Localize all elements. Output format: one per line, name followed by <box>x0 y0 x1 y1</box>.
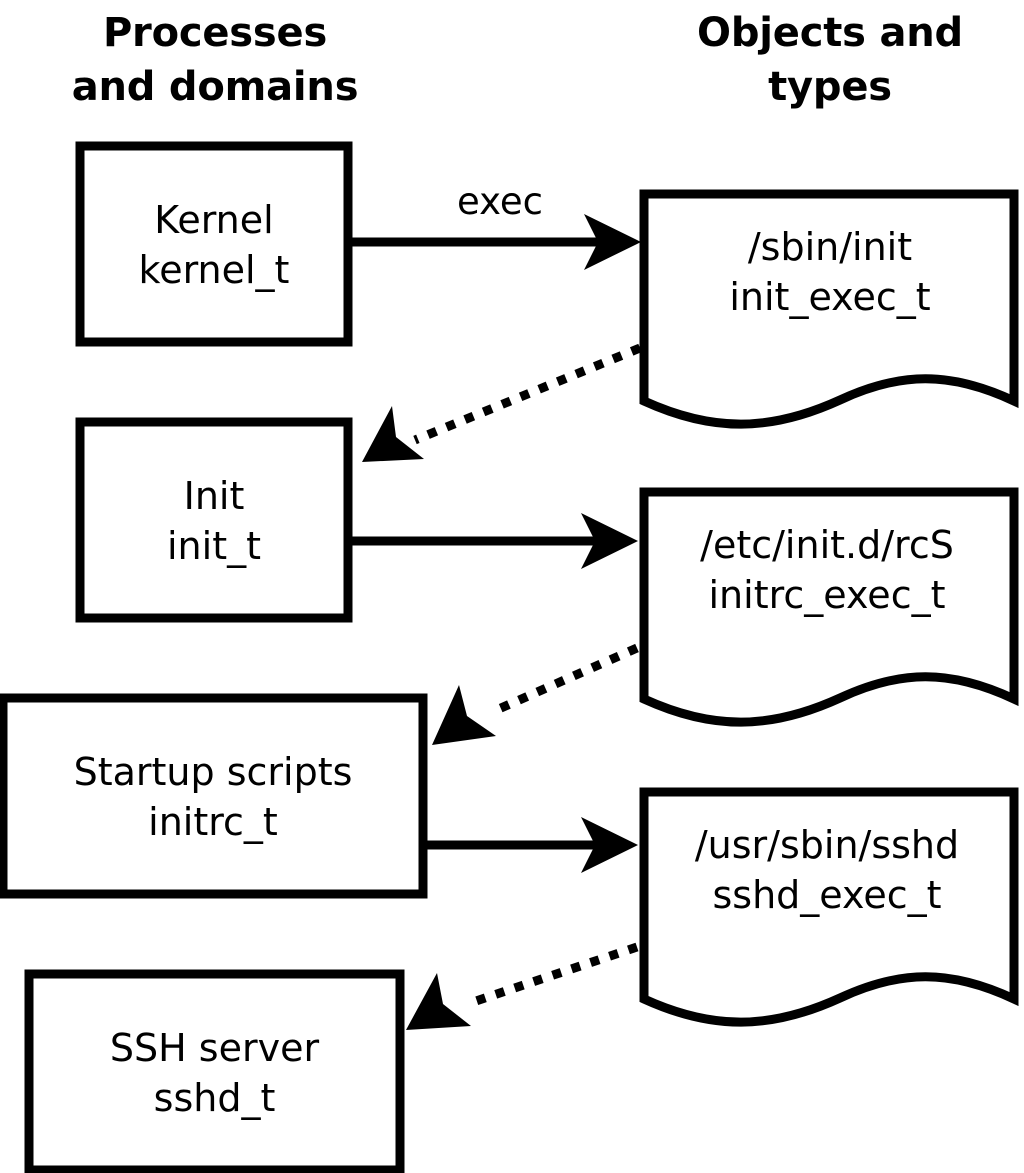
edge-init-exec-transition-init[interactable] <box>362 343 642 462</box>
edge-label-exec: exec <box>457 180 543 223</box>
process-box-sshd[interactable] <box>24 969 405 1173</box>
edge-initrc-exec-transition-initrc[interactable] <box>432 643 639 745</box>
edge-sshd-exec-transition-sshd[interactable] <box>406 942 639 1030</box>
object-doc-initrc-exec[interactable] <box>639 487 1019 727</box>
column-header-objects: Objects and types <box>697 10 963 110</box>
process-box-initrc[interactable] <box>0 693 428 899</box>
object-doc-sshd-exec[interactable] <box>639 787 1019 1027</box>
column-header-processes: Processes and domains <box>71 10 359 110</box>
process-box-kernel[interactable] <box>75 141 353 347</box>
process-box-init[interactable] <box>75 417 353 623</box>
edge-kernel-exec-init-exec[interactable] <box>348 214 641 270</box>
edge-init-exec-initrc-exec[interactable] <box>348 513 638 569</box>
edge-initrc-exec-sshd-exec[interactable] <box>423 817 638 873</box>
object-doc-init-exec[interactable] <box>639 189 1019 429</box>
